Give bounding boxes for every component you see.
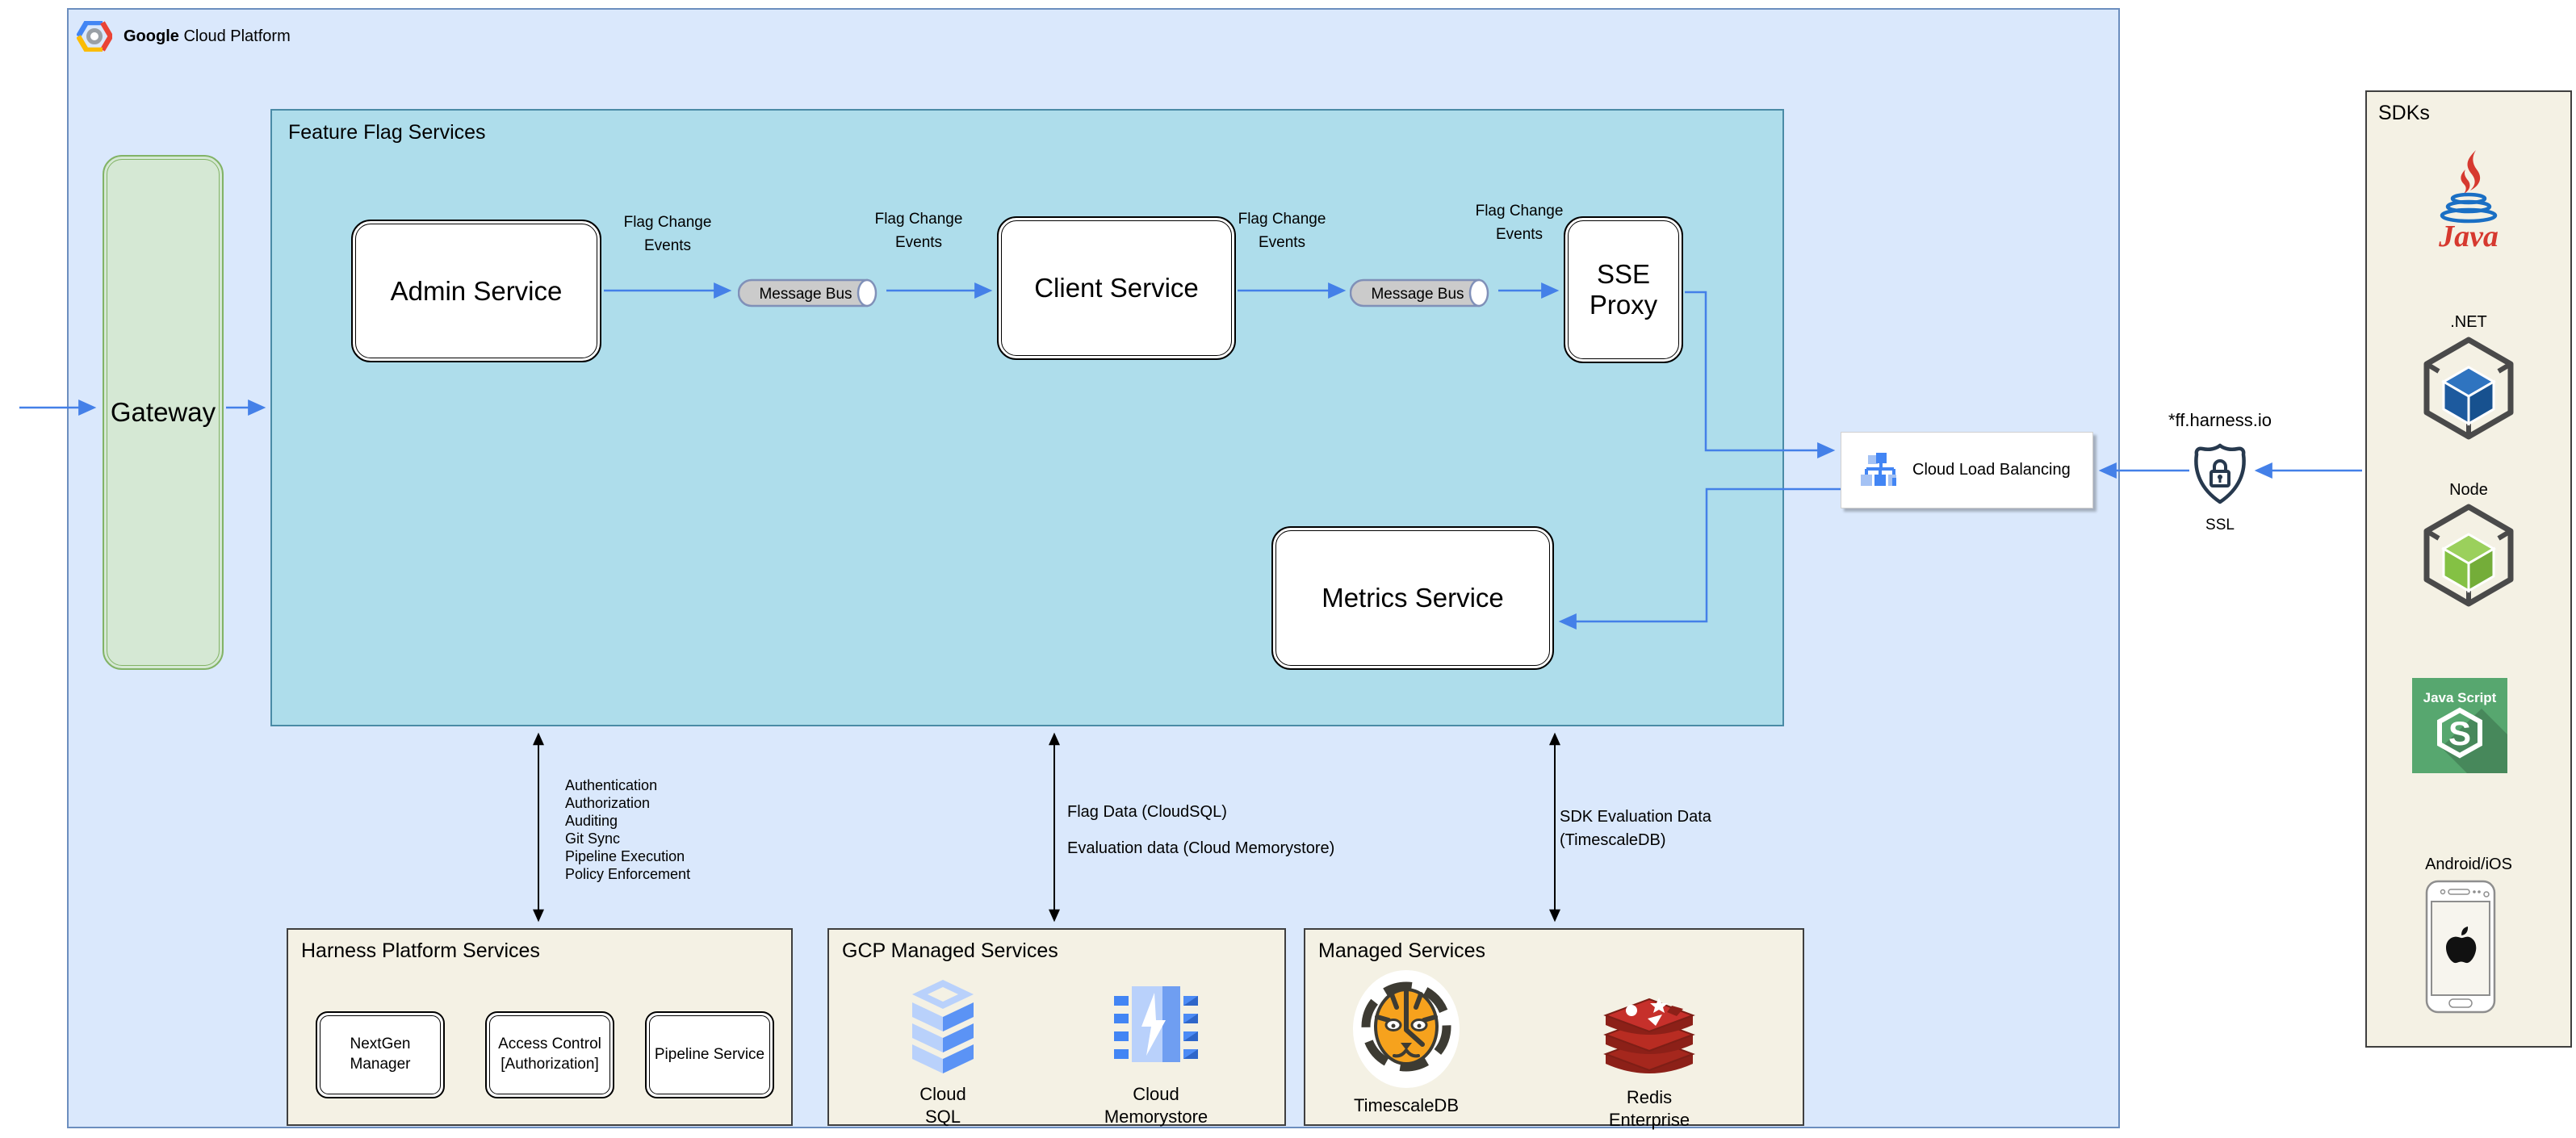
flag-data-annotation: Flag Data (CloudSQL)	[1067, 803, 1227, 821]
flag-change-events-label-2: Flag Change Events	[874, 211, 963, 251]
timescaledb-tiger-icon	[1353, 970, 1460, 1088]
harness-domain-text: *ff.harness.io	[2168, 410, 2272, 430]
nextgen-manager-node: NextGen Manager	[316, 1011, 445, 1098]
mobile-phone-icon	[2425, 880, 2496, 1014]
java-icon: Java	[2438, 150, 2499, 252]
pipeline-service-label: Pipeline Service	[654, 1045, 765, 1063]
ffs-title: Feature Flag Services	[288, 121, 486, 144]
sdks-title: SDKs	[2378, 102, 2430, 124]
nextgen-manager-label: NextGen Manager	[350, 1035, 411, 1073]
list-item: Git Sync	[565, 830, 621, 847]
sse-proxy-node: SSE Proxy	[1564, 216, 1683, 363]
admin-service-label: Admin Service	[390, 275, 563, 306]
javascript-icon: Java Script S	[2412, 678, 2507, 773]
gcp-managed-services-panel	[827, 928, 1286, 1126]
access-control-node: Access Control [Authorization]	[485, 1011, 614, 1098]
flag-change-events-label-4: Flag Change Events	[1475, 203, 1564, 243]
managed-services-title: Managed Services	[1318, 939, 1486, 962]
node-cube-icon	[2423, 504, 2514, 607]
gcp-title: Google Cloud Platform	[124, 27, 291, 46]
access-control-label: Access Control [Authorization]	[498, 1035, 601, 1073]
flag-change-events-label-3: Flag Change Events	[1238, 211, 1326, 251]
metrics-service-label: Metrics Service	[1322, 583, 1504, 613]
cloud-memorystore-icon	[1114, 986, 1198, 1062]
redis-icon	[1603, 998, 1695, 1073]
gateway-node: Gateway	[103, 155, 224, 670]
list-item: Authentication	[565, 777, 658, 793]
gcp-managed-services-title: GCP Managed Services	[842, 939, 1058, 962]
cloud-sql-icon	[912, 980, 974, 1073]
client-service-node: Client Service	[997, 216, 1236, 360]
gcp-logo-icon	[77, 21, 112, 52]
dotnet-cube-icon	[2423, 337, 2514, 440]
harness-platform-services-title: Harness Platform Services	[301, 939, 540, 962]
list-item: Authorization	[565, 795, 651, 811]
platform-capabilities-list: Authentication Authorization Auditing Gi…	[565, 776, 690, 883]
list-item: Policy Enforcement	[565, 866, 691, 882]
cloud-load-balancing-card: Cloud Load Balancing	[1841, 432, 2093, 508]
list-item: Auditing	[565, 813, 618, 829]
sdk-evaluation-data-annotation: SDK Evaluation Data (TimescaleDB)	[1560, 808, 1711, 849]
gateway-label: Gateway	[110, 397, 216, 427]
dotnet-label: .NET	[2450, 313, 2487, 331]
android-ios-label: Android/iOS	[2425, 856, 2512, 873]
ssl-label: SSL	[2205, 517, 2235, 533]
sse-proxy-label: SSE Proxy	[1589, 259, 1658, 320]
redis-enterprise-label: Redis Enterprise	[1608, 1087, 1690, 1130]
message-bus-2-cylinder: Message Bus	[1350, 278, 1489, 308]
cloud-memorystore-label: Cloud Memorystore	[1104, 1084, 1208, 1127]
list-item: Pipeline Execution	[565, 848, 685, 864]
cloud-load-balancing-label: Cloud Load Balancing	[1912, 461, 2071, 479]
metrics-service-node: Metrics Service	[1271, 526, 1554, 670]
pipeline-service-node: Pipeline Service	[645, 1011, 774, 1098]
load-balancer-icon	[1859, 452, 1896, 488]
evaluation-data-annotation: Evaluation data (Cloud Memorystore)	[1067, 839, 1335, 857]
node-label: Node	[2449, 481, 2488, 499]
gcp-header: Google Cloud Platform	[77, 21, 291, 52]
ssl-domain-label: *ff.harness.io	[2123, 410, 2317, 431]
admin-service-node: Admin Service	[351, 220, 601, 362]
javascript-s-glyph: S	[2448, 714, 2471, 752]
javascript-wordmark: Java Script	[2423, 690, 2497, 705]
ssl-shield-lock-icon	[2194, 443, 2246, 504]
gcp-title-rest: Cloud Platform	[183, 27, 291, 45]
flag-change-events-label-1: Flag Change Events	[623, 214, 712, 254]
client-service-label: Client Service	[1034, 273, 1199, 303]
java-wordmark: Java	[2438, 220, 2499, 252]
timescaledb-label: TimescaleDB	[1354, 1095, 1459, 1115]
gcp-title-brand: Google	[124, 27, 179, 45]
apple-logo	[2446, 927, 2477, 964]
message-bus-2-label: Message Bus	[1371, 286, 1464, 303]
cloud-sql-label: Cloud SQL	[919, 1084, 966, 1127]
message-bus-1-cylinder: Message Bus	[738, 278, 878, 308]
message-bus-1-label: Message Bus	[759, 286, 852, 303]
